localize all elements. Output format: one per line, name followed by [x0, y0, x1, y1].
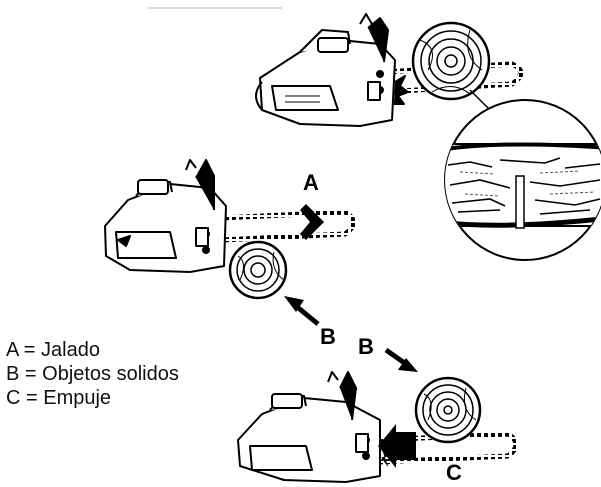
chainsaw-middle — [104, 159, 356, 273]
arrow-c — [378, 424, 416, 468]
label-b-left: B — [320, 324, 336, 349]
log-top — [411, 21, 491, 101]
arrow-b-left — [284, 296, 320, 326]
legend-push: C = Empuje — [6, 387, 112, 409]
label-c: C — [446, 460, 462, 485]
label-b-right: B — [358, 334, 374, 359]
log-middle — [228, 240, 288, 300]
arrow-a — [300, 204, 324, 240]
legend-solid-objects: B = Objetos solidos — [6, 363, 179, 385]
legend-pull: A = Jalado — [6, 339, 100, 361]
arrow-b-right — [384, 347, 418, 372]
label-a: A — [303, 170, 319, 195]
zoom-detail — [444, 99, 601, 261]
log-bottom — [414, 376, 482, 444]
legend: A = Jalado B = Objetos solidos C = Empuj… — [6, 338, 179, 410]
